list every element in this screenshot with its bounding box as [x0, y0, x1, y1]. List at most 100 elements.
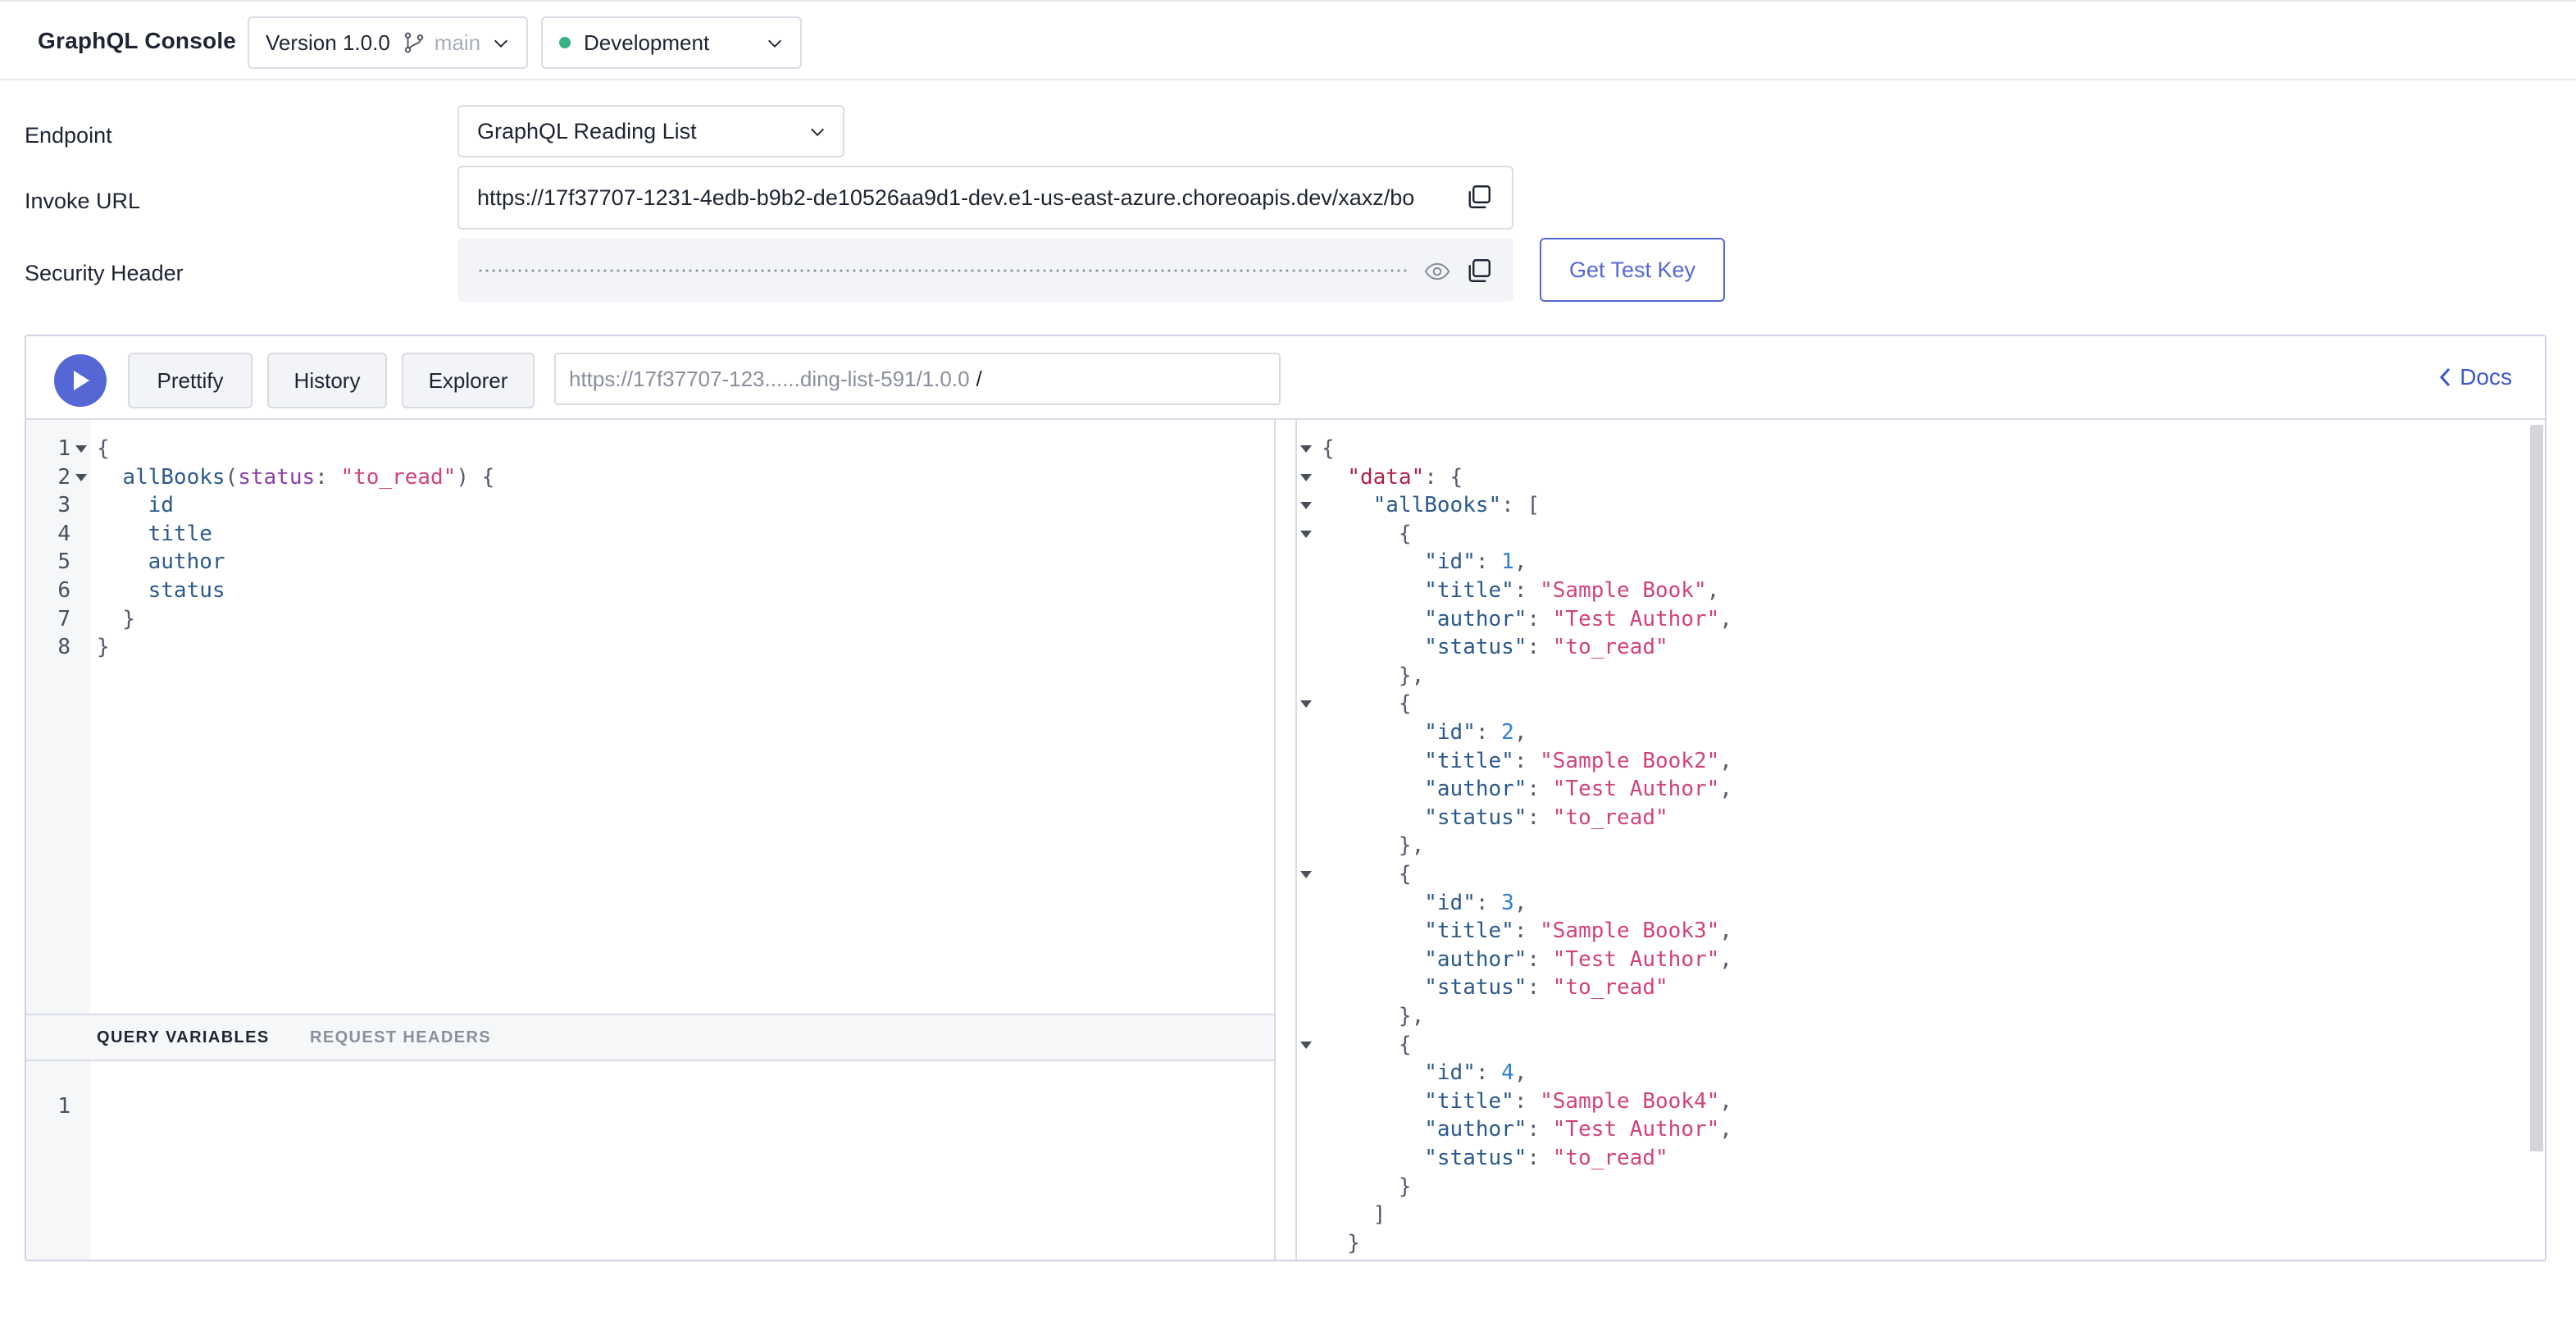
code-token: "data" [1347, 464, 1425, 490]
endpoint-label: Endpoint [25, 123, 112, 148]
environment-selector[interactable]: Development [541, 16, 802, 69]
code-token [1322, 891, 1424, 915]
code-token [1322, 805, 1424, 830]
code-token: , [1706, 578, 1720, 603]
result-viewer[interactable]: { "data": { "allBooks": [ { "id": 1, "ti… [1295, 420, 2545, 1260]
fold-toggle-icon[interactable] [1300, 871, 1312, 878]
code-token: "allBooks" [1372, 493, 1502, 518]
fold-toggle-icon[interactable] [1300, 502, 1312, 510]
fold-toggle-icon[interactable] [1300, 530, 1312, 538]
fold-toggle-icon[interactable] [1300, 700, 1312, 709]
tab-request-headers[interactable]: REQUEST HEADERS [310, 1028, 492, 1046]
prettify-button[interactable]: Prettify [128, 353, 253, 408]
code-token: "Sample Book3" [1540, 919, 1720, 944]
code-token [1322, 465, 1347, 490]
code-token: "Sample Book2" [1540, 748, 1720, 773]
tab-query-variables[interactable]: QUERY VARIABLES [97, 1028, 270, 1046]
line-number-gutter [26, 1061, 90, 1260]
variables-editor[interactable]: 1 [26, 1061, 1276, 1260]
line-number: 2 [57, 464, 71, 490]
version-selector[interactable]: Version 1.0.0 main [248, 16, 528, 69]
fold-toggle-icon[interactable] [75, 473, 87, 481]
code-token: "Test Author" [1552, 1117, 1720, 1142]
result-scrollbar[interactable] [2530, 425, 2543, 1151]
code-token [97, 522, 148, 546]
run-query-button[interactable] [54, 354, 107, 407]
code-token: "title" [1424, 1088, 1514, 1114]
code-line: id [97, 491, 174, 520]
code-token [1322, 493, 1373, 517]
code-token [1322, 720, 1424, 745]
get-test-key-button[interactable]: Get Test Key [1540, 238, 1725, 302]
chevron-down-icon [494, 39, 507, 48]
code-line: "status": "to_read" [1322, 973, 1668, 1002]
top-bar: GraphQL Console Version 1.0.0 main Devel… [0, 0, 2576, 80]
chevron-down-icon [768, 39, 781, 48]
invoke-url-value[interactable]: https://17f37707-1231-4edb-b9b2-de10526a… [477, 185, 1415, 210]
code-token: : [1527, 975, 1553, 1001]
code-token: : { [1424, 464, 1463, 490]
code-token: } [1322, 1230, 1360, 1256]
code-line: "author": "Test Author", [1322, 946, 1732, 974]
code-token: }, [1322, 663, 1425, 688]
fold-toggle-icon[interactable] [1300, 473, 1312, 481]
code-line: allBooks(status: "to_read") { [97, 463, 494, 492]
fold-toggle-icon[interactable] [75, 445, 87, 453]
code-line: } [1322, 1173, 1412, 1201]
code-token: , [1719, 777, 1732, 802]
code-token: , [1719, 1117, 1732, 1142]
history-button[interactable]: History [267, 353, 387, 408]
code-token [1322, 1117, 1424, 1142]
code-token [1322, 578, 1424, 603]
endpoint-url-text: https://17f37707-123......ding-list-591/… [569, 366, 970, 391]
code-line: author [97, 548, 225, 577]
code-token: : [1527, 606, 1553, 631]
fold-toggle-icon[interactable] [1300, 1041, 1312, 1049]
code-line: } [97, 633, 110, 662]
invoke-url-field[interactable]: https://17f37707-1231-4edb-b9b2-de10526a… [457, 166, 1513, 230]
endpoint-value: GraphQL Reading List [477, 118, 697, 144]
code-token: : [1527, 946, 1553, 972]
code-token: "title" [1424, 919, 1514, 944]
endpoint-url-suffix: / [976, 366, 982, 391]
git-branch-icon [404, 32, 424, 53]
fold-toggle-icon[interactable] [1300, 445, 1312, 453]
code-token: "Test Author" [1552, 606, 1720, 631]
explorer-button[interactable]: Explorer [402, 353, 535, 408]
code-token: { [1322, 691, 1412, 717]
code-token: status [148, 578, 225, 603]
code-token [1322, 549, 1424, 574]
code-token: allBooks [122, 464, 225, 490]
code-token: { [1322, 436, 1335, 461]
copy-icon[interactable] [1464, 182, 1494, 212]
code-token [97, 493, 148, 517]
copy-icon[interactable] [1464, 256, 1494, 285]
code-token: "id" [1424, 549, 1476, 575]
code-line: { [1322, 860, 1412, 889]
code-token: "to_read" [1552, 805, 1668, 830]
code-line: "id": 2, [1322, 718, 1527, 747]
docs-button[interactable]: Docs [2438, 364, 2512, 390]
code-token [97, 549, 148, 574]
code-token: : [1527, 635, 1553, 660]
endpoint-dropdown[interactable]: GraphQL Reading List [457, 105, 844, 157]
code-token: , [1719, 1088, 1732, 1114]
code-token: "to_read" [340, 464, 457, 490]
code-token: 1 [1501, 549, 1514, 575]
code-token: : [ [1501, 493, 1541, 518]
code-line: "id": 4, [1322, 1059, 1527, 1087]
code-line: "author": "Test Author", [1322, 775, 1732, 804]
masked-key [477, 269, 1409, 272]
code-token: }, [1322, 1004, 1425, 1028]
code-token: ] [1322, 1202, 1386, 1228]
code-token: , [1513, 720, 1527, 745]
code-token [1322, 1089, 1424, 1114]
endpoint-url-bar[interactable]: https://17f37707-123......ding-list-591/… [554, 353, 1281, 405]
code-token: "to_read" [1552, 1146, 1668, 1170]
code-token: : [1475, 1060, 1502, 1086]
code-token: } [97, 635, 110, 660]
eye-icon[interactable] [1423, 258, 1451, 285]
security-header-field[interactable] [457, 238, 1513, 302]
code-token [1322, 607, 1424, 631]
